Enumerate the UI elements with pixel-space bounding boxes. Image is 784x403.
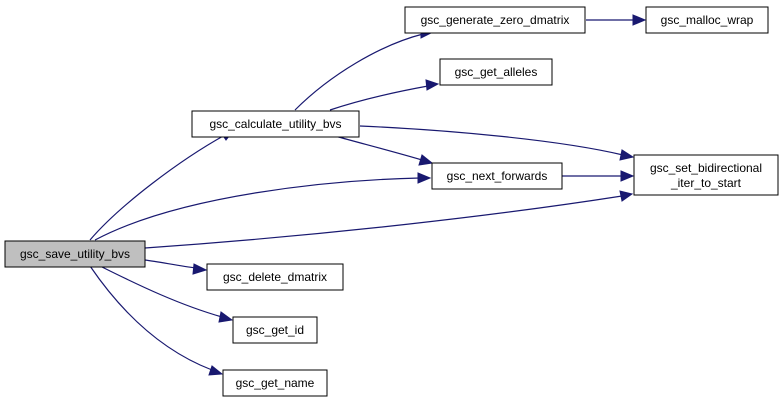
- edge-save-to-get-id: [99, 265, 234, 323]
- edge-next-forwards-to-set-bidirectional: [562, 170, 635, 182]
- node-gsc-next-forwards[interactable]: gsc_next_forwards: [431, 162, 563, 190]
- edge-save-to-delete-dmatrix: [144, 259, 208, 275]
- node-gsc-delete-dmatrix[interactable]: gsc_delete_dmatrix: [206, 263, 344, 291]
- edge-save-to-next-forwards: [94, 172, 432, 241]
- node-gsc-generate-zero-dmatrix[interactable]: gsc_generate_zero_dmatrix: [404, 6, 586, 34]
- edge-generate-zero-to-malloc: [586, 14, 647, 26]
- node-gsc-get-name[interactable]: gsc_get_name: [222, 369, 328, 397]
- edge-calculate-to-next-forwards: [334, 135, 434, 166]
- node-gsc-get-alleles[interactable]: gsc_get_alleles: [439, 58, 553, 86]
- edge-save-to-set-bidirectional: [144, 190, 634, 249]
- node-label: gsc_save_utility_bvs: [20, 247, 130, 261]
- node-gsc-malloc-wrap[interactable]: gsc_malloc_wrap: [645, 6, 769, 34]
- node-label: gsc_malloc_wrap: [661, 13, 754, 27]
- node-label: gsc_get_id: [246, 323, 304, 337]
- node-label-line-1: gsc_set_bidirectional: [650, 161, 762, 175]
- edge-save-to-get-name: [89, 265, 224, 376]
- node-label: gsc_generate_zero_dmatrix: [421, 13, 570, 27]
- node-gsc-calculate-utility-bvs[interactable]: gsc_calculate_utility_bvs: [191, 110, 360, 138]
- node-gsc-save-utility-bvs[interactable]: gsc_save_utility_bvs: [4, 240, 146, 268]
- edge-calculate-to-generate-zero: [294, 27, 435, 111]
- node-label: gsc_get_name: [236, 376, 315, 390]
- edge-save-to-calculate: [89, 130, 235, 241]
- edge-calculate-to-get-alleles: [329, 79, 440, 111]
- node-gsc-get-id[interactable]: gsc_get_id: [232, 316, 318, 344]
- node-label: gsc_delete_dmatrix: [223, 270, 327, 284]
- node-gsc-set-bidirectional-iter-to-start[interactable]: gsc_set_bidirectional _iter_to_start: [633, 154, 779, 196]
- node-label: gsc_calculate_utility_bvs: [209, 117, 341, 131]
- node-label-line-2: _iter_to_start: [670, 176, 742, 190]
- node-label: gsc_next_forwards: [447, 169, 548, 183]
- node-label: gsc_get_alleles: [455, 65, 538, 79]
- edge-calculate-to-set-bidirectional: [359, 125, 635, 161]
